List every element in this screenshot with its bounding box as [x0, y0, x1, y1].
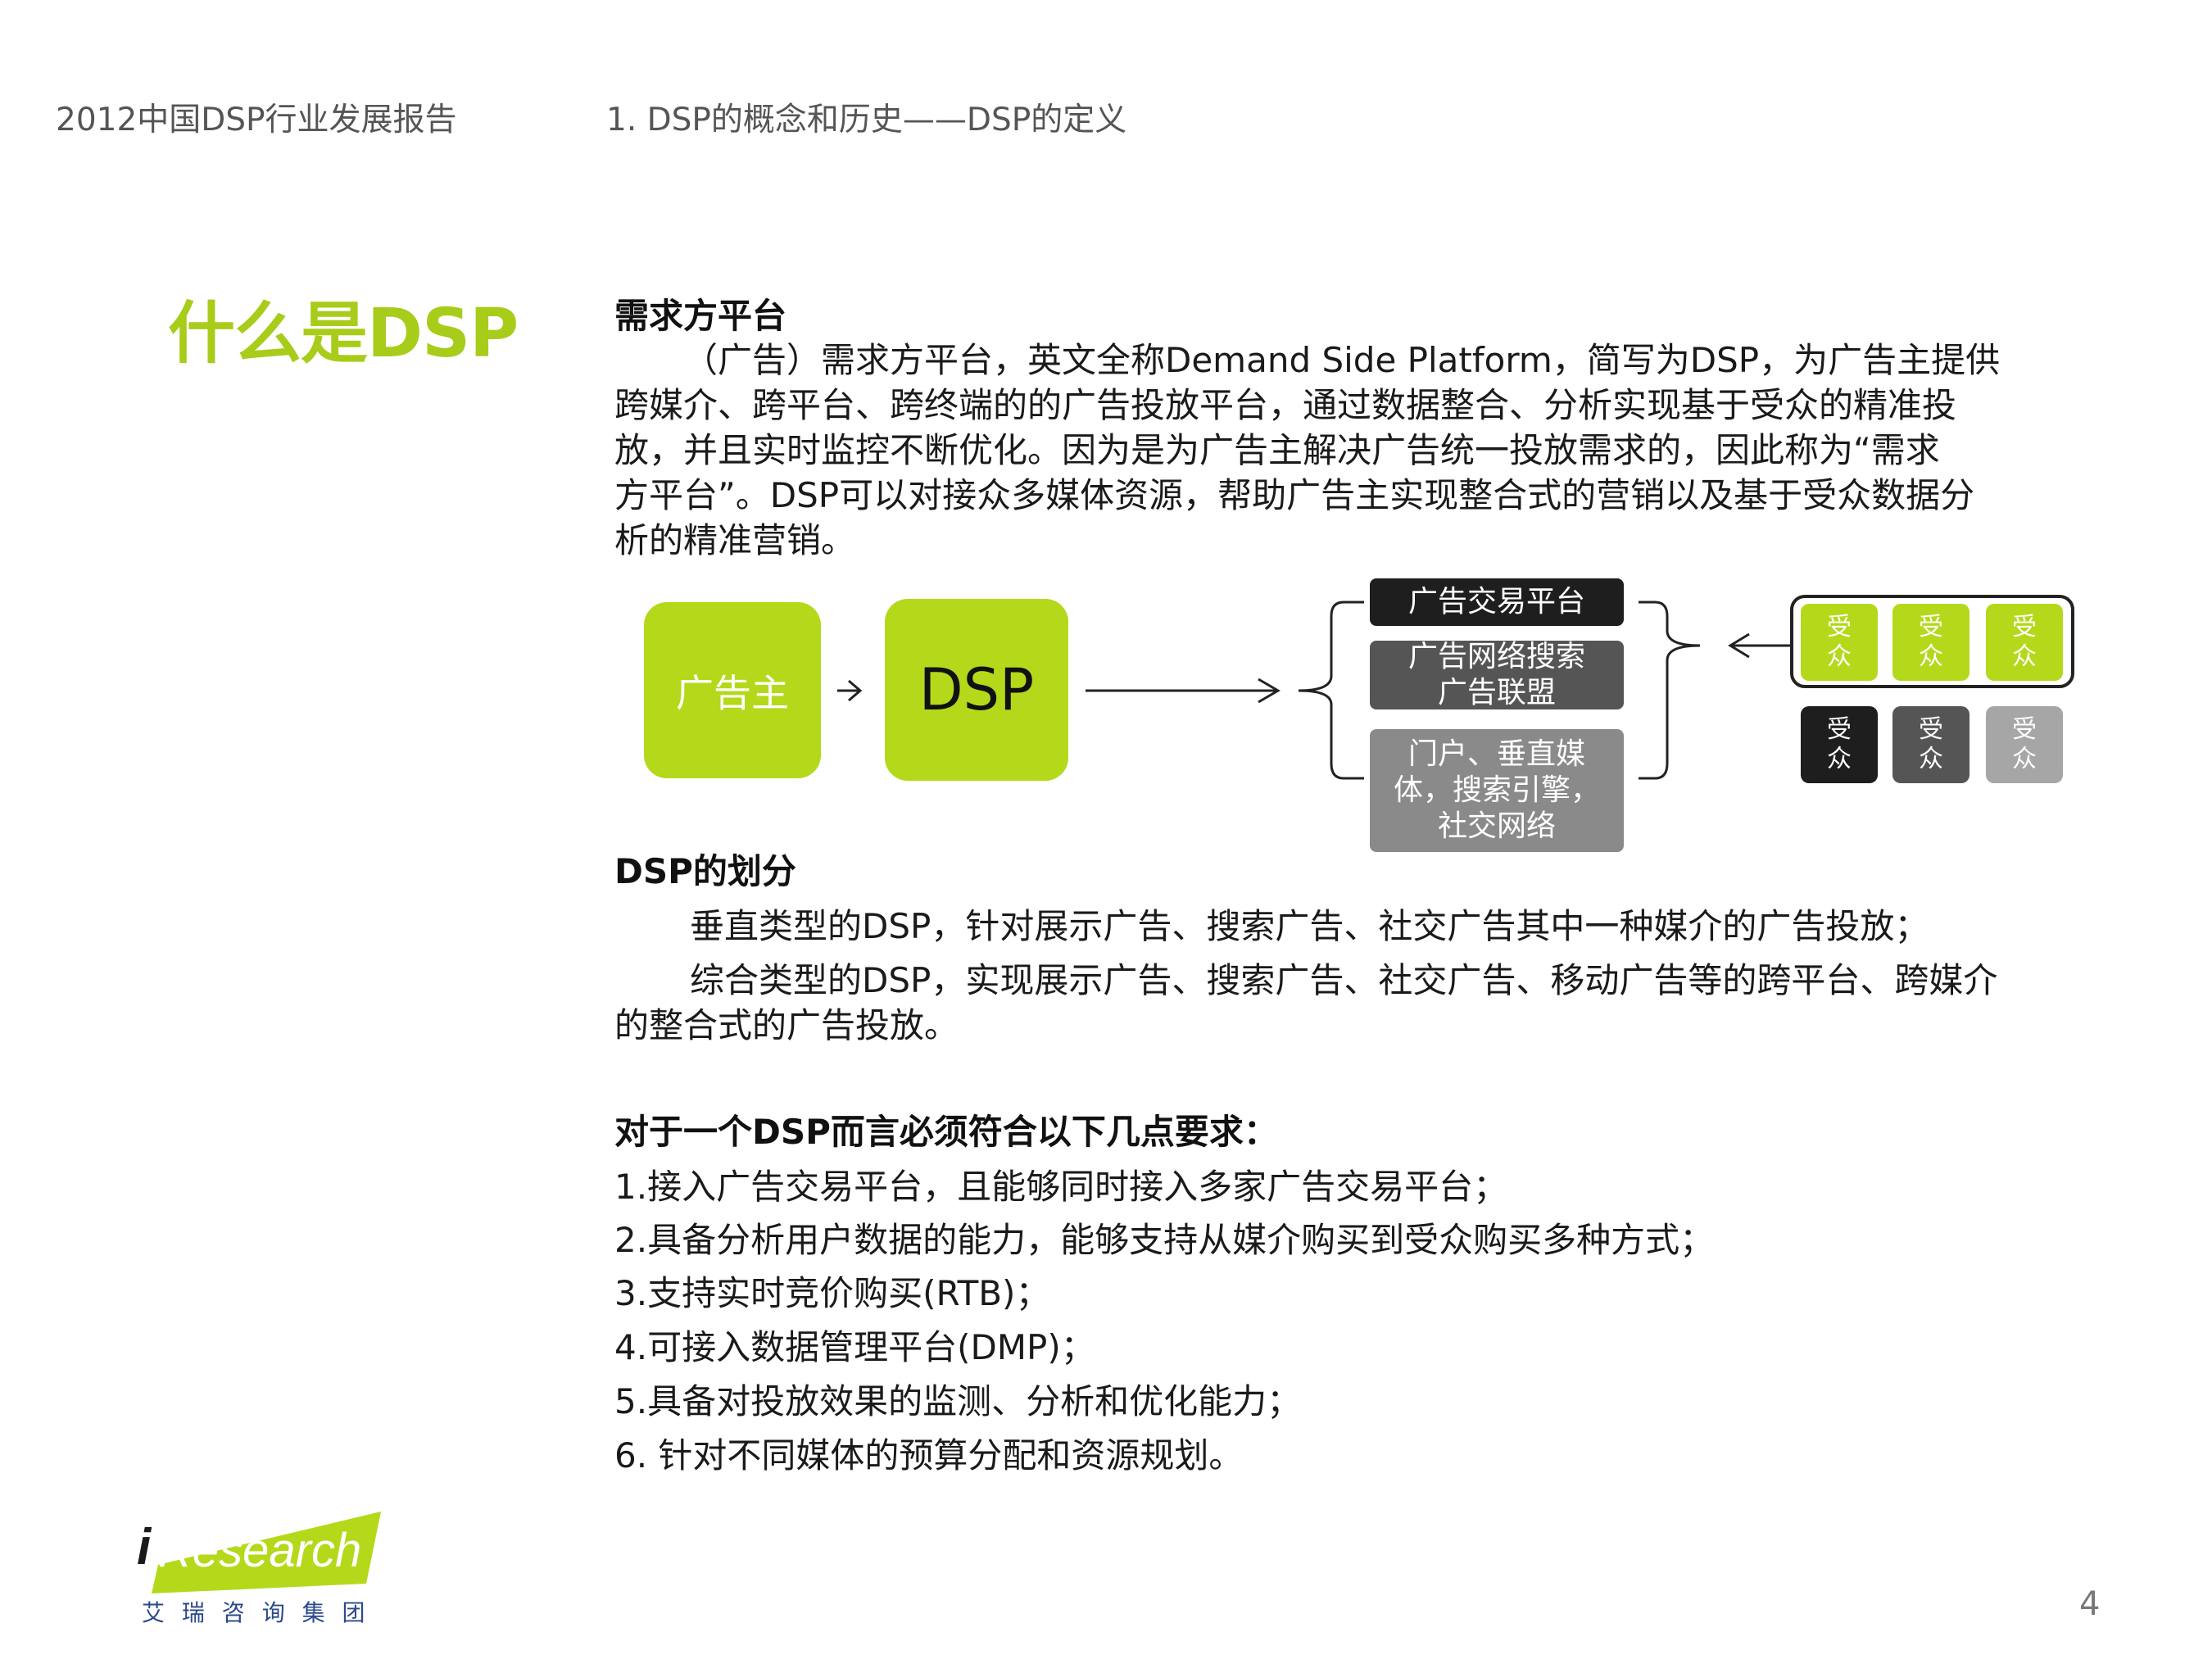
iresearch-logo: i Research 艾 瑞 咨 询 集 团	[135, 1512, 389, 1626]
logo-green-shape	[152, 1512, 381, 1593]
definition-line: 放，并且实时监控不断优化。因为是为广告主解决广告统一投放需求的，因此称为“需求	[614, 430, 1940, 470]
classification-line: 综合类型的DSP，实现展示广告、搜索广告、社交广告、移动广告等的跨平台、跨媒介	[690, 960, 1998, 1000]
definition-paragraph: （广告）需求方平台，英文全称Demand Side Platform，简写为DS…	[614, 338, 2114, 563]
right-brace	[1639, 601, 1701, 780]
audience-group-frame	[1790, 595, 2074, 688]
logo-i: i	[137, 1519, 152, 1575]
requirement-item: 5.具备对投放效果的监测、分析和优化能力；	[614, 1381, 1302, 1421]
audience-green-1: 受 众	[1801, 604, 1878, 681]
arrow-advertiser-to-dsp	[837, 679, 863, 702]
classification-line: 的整合式的广告投放。	[614, 1005, 959, 1045]
arrow-audience-to-platforms	[1728, 632, 1790, 659]
logo-research: Research	[158, 1524, 362, 1577]
page-number: 4	[2079, 1585, 2101, 1623]
dsp-box: DSP	[885, 599, 1068, 781]
report-title: 2012中国DSP行业发展报告	[56, 102, 457, 138]
classification-line: 垂直类型的DSP，针对展示广告、搜索广告、社交广告其中一种媒介的广告投放；	[690, 906, 1929, 946]
audience-green-3: 受 众	[1986, 604, 2063, 681]
requirement-item: 2.具备分析用户数据的能力，能够支持从媒介购买到受众购买多种方式；	[614, 1220, 1715, 1260]
arrow-dsp-to-platforms	[1086, 678, 1281, 704]
definition-line: 跨媒介、跨平台、跨终端的的广告投放平台，通过数据整合、分析实现基于受众的精准投	[614, 385, 1957, 425]
platform-ad-network: 广告网络搜索 广告联盟	[1370, 640, 1624, 709]
left-brace	[1298, 601, 1364, 780]
platform-ad-exchange: 广告交易平台	[1370, 578, 1624, 626]
audience-black: 受 众	[1801, 706, 1878, 783]
requirement-item: 6. 针对不同媒体的预算分配和资源规划。	[614, 1435, 1244, 1475]
section-title: 1. DSP的概念和历史——DSP的定义	[606, 102, 1127, 138]
requirement-item: 1.接入广告交易平台，且能够同时接入多家广告交易平台；	[614, 1167, 1508, 1207]
requirement-item: 3.支持实时竞价购买(RTB)；	[614, 1273, 1050, 1313]
classification-heading: DSP的划分	[614, 851, 796, 891]
requirement-item: 4.可接入数据管理平台(DMP)；	[614, 1327, 1095, 1367]
definition-line: 方平台”。DSP可以对接众多媒体资源，帮助广告主实现整合式的营销以及基于受众数据…	[614, 475, 1975, 515]
side-title: 什么是DSP	[168, 295, 519, 373]
definition-line: 析的精准营销。	[614, 520, 856, 560]
logo-cn: 艾 瑞 咨 询 集 团	[142, 1599, 370, 1626]
platform-portals: 门户、垂直媒 体，搜索引擎， 社交网络	[1370, 729, 1624, 852]
audience-dark-gray: 受 众	[1892, 706, 1969, 783]
requirements-heading: 对于一个DSP而言必须符合以下几点要求：	[614, 1112, 1278, 1152]
advertiser-box: 广告主	[644, 602, 821, 778]
definition-heading: 需求方平台	[614, 296, 787, 336]
audience-green-2: 受 众	[1892, 604, 1969, 681]
audience-light-gray: 受 众	[1986, 706, 2063, 783]
definition-line: （广告）需求方平台，英文全称Demand Side Platform，简写为DS…	[683, 340, 2001, 380]
